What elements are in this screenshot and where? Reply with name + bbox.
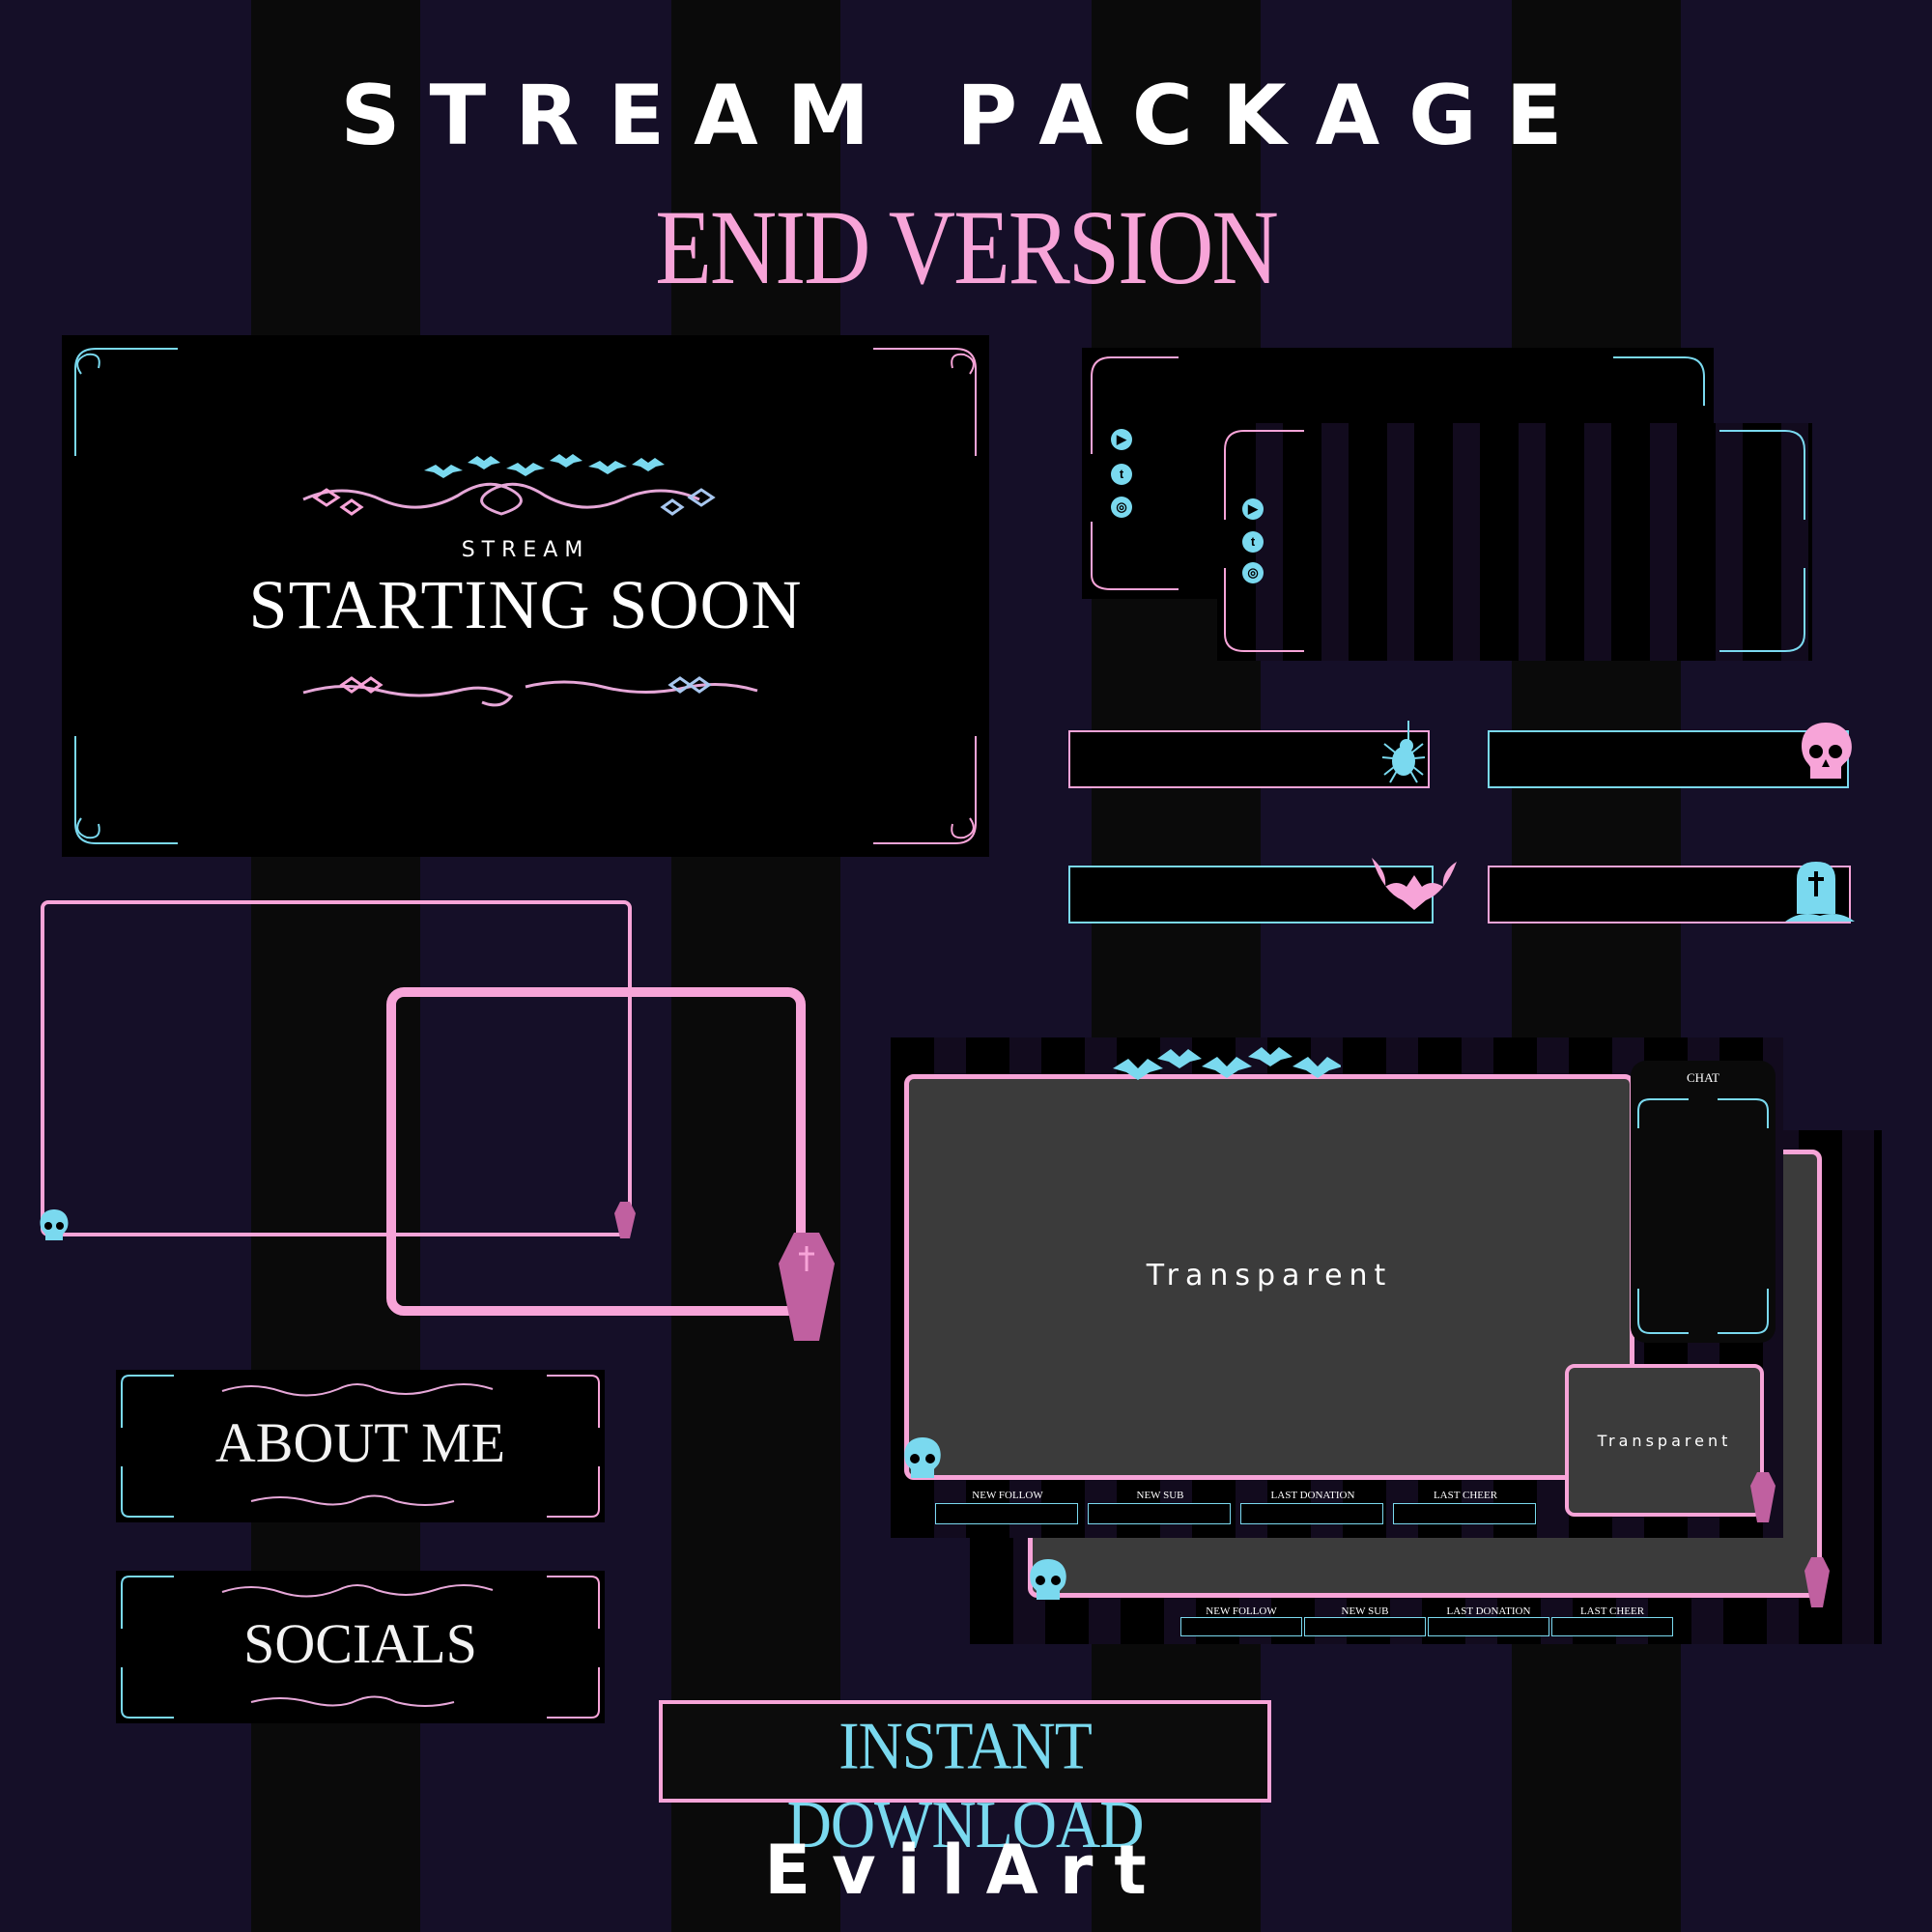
stat-box-donation	[1240, 1503, 1383, 1524]
ornament-frame-icon	[1091, 356, 1705, 590]
webcam-frame-small	[386, 987, 835, 1341]
starting-headline: STARTING SOON	[248, 566, 803, 643]
brand-name: EvilArt	[764, 1831, 1168, 1910]
panel-socials: SOCIALS	[116, 1571, 605, 1723]
stat-label: LAST CHEER	[1433, 1490, 1498, 1501]
panel-label: SOCIALS	[243, 1612, 477, 1675]
skull-icon	[40, 1209, 69, 1240]
coffin-icon	[1804, 1557, 1830, 1607]
chat-panel: CHAT	[1631, 1061, 1776, 1343]
ornament-frame-icon	[1637, 1098, 1769, 1334]
ornament-frame-icon	[74, 348, 977, 844]
cam-screen: Transparent	[1565, 1364, 1764, 1517]
coffin-icon	[614, 1202, 636, 1238]
stat-box-sub	[1304, 1617, 1426, 1636]
ornament-frame-icon	[121, 1375, 600, 1518]
coffin-icon	[779, 1233, 835, 1341]
instagram-icon: ◎	[1111, 497, 1132, 518]
panel-label: ABOUT ME	[214, 1411, 506, 1474]
ornament-frame-icon	[121, 1576, 600, 1719]
stat-box-follow	[935, 1503, 1078, 1524]
spider-icon	[1381, 721, 1426, 783]
alert-bar-bat	[1068, 858, 1457, 923]
instant-download-button[interactable]: INSTANT DOWNLOAD	[659, 1700, 1271, 1861]
skull-icon	[1802, 723, 1852, 779]
alert-bar-spider	[1068, 721, 1430, 788]
stat-box-cheer	[1551, 1617, 1673, 1636]
stat-box-sub	[1088, 1503, 1231, 1524]
stat-box-follow	[1180, 1617, 1302, 1636]
stat-box-donation	[1428, 1617, 1549, 1636]
stat-label: NEW FOLLOW	[972, 1490, 1043, 1501]
skull-icon	[904, 1437, 941, 1478]
chat-label: CHAT	[1687, 1070, 1719, 1085]
starting-eyebrow: STREAM	[461, 538, 590, 562]
tombstone-icon	[1785, 862, 1855, 922]
coffin-icon	[1750, 1472, 1776, 1522]
twitter-icon: t	[1111, 464, 1132, 485]
screen-layout-front: Transparent CHAT Transparent NE	[891, 1037, 1783, 1538]
youtube-icon: ▶	[1242, 498, 1264, 520]
twitter-icon: t	[1242, 531, 1264, 553]
download-label: INSTANT DOWNLOAD	[786, 1707, 1145, 1862]
stat-label: NEW SUB	[1341, 1605, 1389, 1617]
bat-icon	[424, 454, 665, 478]
stat-box-cheer	[1393, 1503, 1536, 1524]
alert-bar-skull	[1488, 723, 1852, 788]
page-subtitle: ENID VERSION	[655, 186, 1279, 307]
main-screen: Transparent	[904, 1074, 1634, 1480]
ornament-frame-icon	[1224, 430, 1805, 652]
starting-soon-screen: STREAM STARTING SOON	[62, 335, 989, 857]
bat-icon	[1113, 1047, 1341, 1080]
bat-icon	[1372, 858, 1457, 910]
stat-label: LAST CHEER	[1579, 1605, 1645, 1617]
panel-about-me: ABOUT ME	[116, 1370, 605, 1522]
stat-label: NEW FOLLOW	[1206, 1605, 1277, 1617]
overlay-panel-front: ▶ t ◎	[1217, 423, 1812, 661]
transparent-label: Transparent	[1146, 1259, 1393, 1293]
page-title: STREAM PACKAGE	[340, 68, 1592, 164]
instagram-icon: ◎	[1242, 562, 1264, 583]
alert-bar-tombstone	[1488, 862, 1855, 923]
skull-icon	[1030, 1559, 1066, 1600]
stat-label: NEW SUB	[1136, 1490, 1184, 1501]
youtube-icon: ▶	[1111, 429, 1132, 450]
stat-label: LAST DONATION	[1446, 1605, 1531, 1617]
webcam-frame-large	[40, 900, 636, 1240]
stat-label: LAST DONATION	[1270, 1490, 1355, 1501]
transparent-label: Transparent	[1597, 1432, 1732, 1450]
